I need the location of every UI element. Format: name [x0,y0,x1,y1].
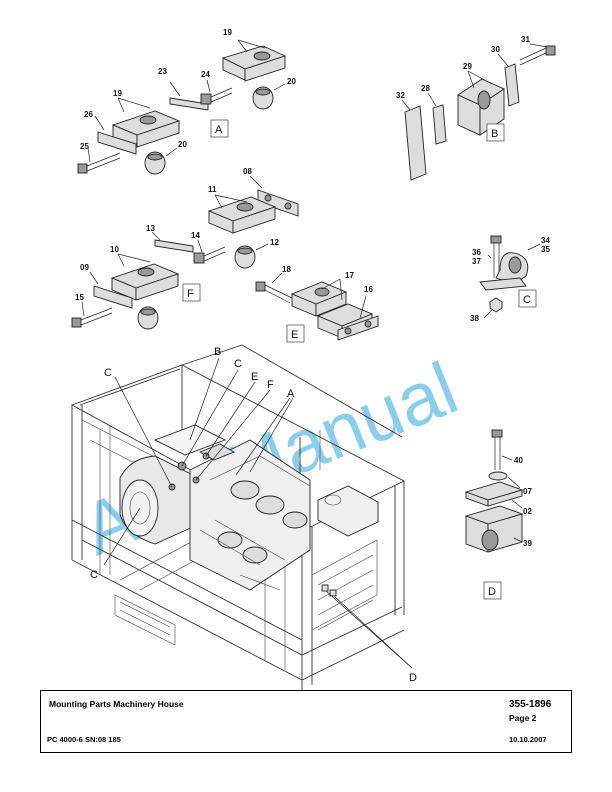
part-39: 39 [523,539,532,548]
part-15: 15 [75,293,84,302]
callout-c-top: C [234,358,242,370]
title-block: Mounting Parts Machinery House 355-1896 … [40,690,572,753]
group-c-parts [479,235,541,319]
part-12: 12 [270,238,279,247]
part-number: 355-1896 [509,699,552,710]
callout-leaders [103,357,413,669]
callout-e: E [251,371,258,383]
part-34: 34 [541,236,550,245]
callout-c-left: C [104,367,112,379]
part-26: 26 [84,110,93,119]
part-23: 23 [158,67,167,76]
group-label-c: C [523,294,531,306]
group-label-e: E [291,329,298,341]
callout-a: A [287,388,295,400]
parts-diagram: AutoManual [70,28,556,690]
group-label-b: B [491,128,498,140]
part-36: 36 [472,248,481,257]
issue-date: 10.10.2007 [509,735,547,744]
group-label-d: D [488,586,496,598]
part-09: 09 [80,263,89,272]
drawing-title: Mounting Parts Machinery House [49,699,184,709]
part-35: 35 [541,245,550,254]
callout-f: F [267,379,274,391]
part-38: 38 [470,314,479,323]
callout-d: D [409,672,417,684]
part-24: 24 [201,70,210,79]
part-19-a: 19 [223,28,232,37]
part-30: 30 [491,45,500,54]
callout-c-bottom: C [90,569,98,581]
group-a-parts [77,39,287,175]
part-17: 17 [345,271,354,280]
group-label-f: F [187,288,194,300]
part-28: 28 [421,84,430,93]
part-32: 32 [396,91,405,100]
group-f-parts [71,175,299,330]
part-10: 10 [110,245,119,254]
part-18: 18 [282,265,291,274]
part-25: 25 [80,142,89,151]
part-31: 31 [521,35,530,44]
part-11: 11 [208,185,217,194]
group-d-parts [464,429,524,600]
part-20-b: 20 [178,140,187,149]
part-37: 37 [472,257,481,266]
group-label-a: A [215,124,223,136]
engine-assembly [119,424,379,597]
part-07: 07 [523,487,532,496]
callout-b: B [214,346,221,358]
machine-model: PC 4000-6 SN:08 185 [47,735,121,744]
page-number: Page 2 [509,713,537,723]
part-13: 13 [146,224,155,233]
group-b-parts [401,43,556,181]
part-40: 40 [514,456,523,465]
part-20-a: 20 [287,77,296,86]
group-e-parts [255,272,379,343]
part-14: 14 [191,231,200,240]
part-16: 16 [364,285,373,294]
part-08: 08 [243,167,252,176]
part-19-b: 19 [113,89,122,98]
part-29: 29 [463,62,472,71]
part-02: 02 [523,507,532,516]
